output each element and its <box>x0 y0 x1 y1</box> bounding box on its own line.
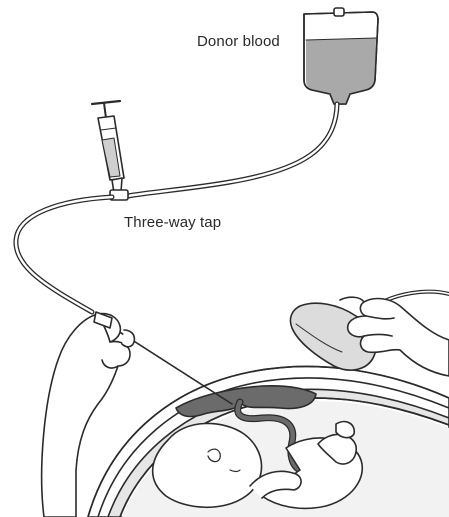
syringe <box>92 101 124 193</box>
bag-hanger-tab <box>334 8 344 16</box>
syringe-plunger-handle <box>92 101 120 104</box>
infusion-tube-upper <box>128 104 337 196</box>
infusion-tube-lower <box>16 197 112 312</box>
donor-blood-bag <box>304 8 378 104</box>
fetus-eye <box>230 470 240 472</box>
label-three-way-tap: Three-way tap <box>124 214 221 231</box>
label-donor-blood: Donor blood <box>197 33 280 50</box>
blood-level <box>306 38 376 104</box>
fetus-ear <box>208 449 220 462</box>
syringe-plunger-rod <box>104 103 106 118</box>
fetus-foot <box>336 422 354 438</box>
